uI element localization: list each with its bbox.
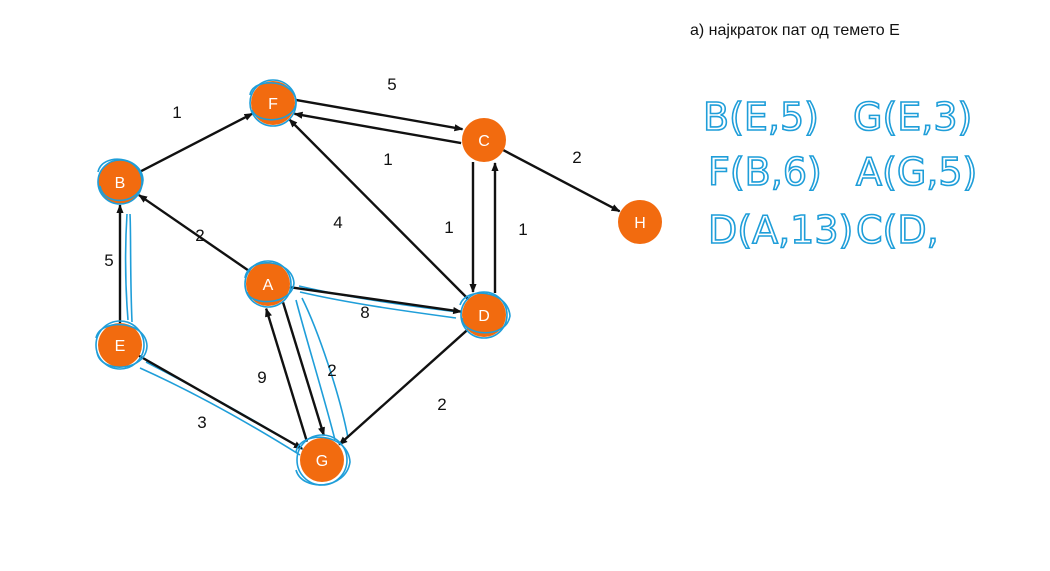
edge-labels-layer: 1 5 1 2 2 4 1 1 5 8 9 2 2 3 xyxy=(104,75,581,432)
node-g: G xyxy=(300,438,344,482)
edge-weight-d-c: 1 xyxy=(444,218,453,237)
edge-weight-c-h: 2 xyxy=(572,148,581,167)
edge-weight-f-c: 1 xyxy=(383,150,392,169)
edge-a-to-b xyxy=(138,194,251,273)
node-label: A xyxy=(263,277,274,294)
edge-weight-c-d: 1 xyxy=(518,220,527,239)
edge-d-to-g xyxy=(338,328,469,446)
node-circle xyxy=(618,200,662,244)
note-c: C(D, xyxy=(856,208,939,252)
edge-e-to-g xyxy=(138,354,303,450)
node-label: E xyxy=(115,338,126,355)
node-e: E xyxy=(98,323,142,367)
edge-weight-a-d: 8 xyxy=(360,303,369,322)
edge-weight-d-f: 4 xyxy=(333,213,342,232)
node-circle xyxy=(300,438,344,482)
handwritten-notes: B(E,5) G(E,3) F(B,6) A(G,5) D(A,13) C(D, xyxy=(702,94,978,253)
note-d: D(A,13) xyxy=(708,208,853,252)
node-a: A xyxy=(246,262,290,306)
node-label: F xyxy=(268,96,278,113)
edges-layer xyxy=(116,98,621,450)
node-d: D xyxy=(462,293,506,337)
node-label: C xyxy=(478,133,490,150)
page-title: а) најкраток пат од темето Е xyxy=(690,22,900,39)
node-circle xyxy=(98,160,142,204)
edge-c-to-h xyxy=(502,149,621,213)
visited-node-circles xyxy=(95,79,511,486)
node-label: G xyxy=(316,453,328,470)
edge-weight-g-a: 2 xyxy=(327,361,336,380)
note-a: A(G,5) xyxy=(856,150,977,194)
edge-weight-c-f: 5 xyxy=(387,75,396,94)
edge-c-to-f xyxy=(293,111,462,145)
note-f: F(B,6) xyxy=(708,150,822,194)
node-circle xyxy=(246,262,290,306)
note-b: B(E,5) xyxy=(703,95,819,139)
edge-weight-d-g: 2 xyxy=(437,395,446,414)
node-h: H xyxy=(618,200,662,244)
edge-a-to-g xyxy=(281,302,326,437)
nodes-layer: F C B H A D E G xyxy=(98,81,662,482)
edge-g-to-a xyxy=(264,307,309,442)
node-circle xyxy=(462,118,506,162)
node-circle xyxy=(462,293,506,337)
edge-weight-a-b: 2 xyxy=(195,226,204,245)
node-circle xyxy=(251,81,295,125)
edge-weight-a-g: 9 xyxy=(257,368,266,387)
edge-weight-b-f: 1 xyxy=(172,103,181,122)
node-label: D xyxy=(478,308,490,325)
edge-b-to-f xyxy=(138,112,254,173)
node-label: B xyxy=(115,175,126,192)
node-label: H xyxy=(634,215,646,232)
edge-a-to-d xyxy=(289,285,463,315)
node-c: C xyxy=(462,118,506,162)
node-f: F xyxy=(251,81,295,125)
edge-weight-e-b: 5 xyxy=(104,251,113,270)
edge-f-to-c xyxy=(295,98,464,132)
note-g: G(E,3) xyxy=(853,95,972,139)
node-b: B xyxy=(98,160,142,204)
node-circle xyxy=(98,323,142,367)
edge-weight-e-g: 3 xyxy=(197,413,206,432)
edge-d-to-f xyxy=(288,118,470,301)
